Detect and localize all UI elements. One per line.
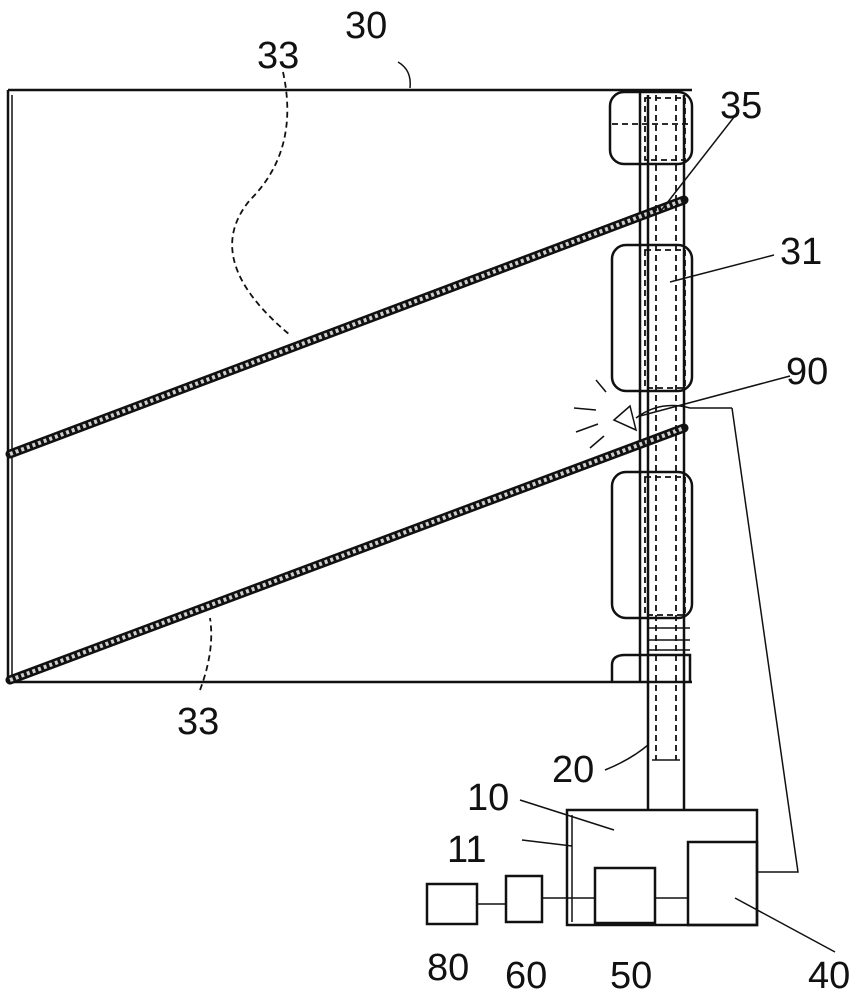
label-20: 20 [552,749,594,791]
roller-lower [612,472,692,618]
label-30: 30 [345,5,387,47]
label-31: 31 [780,231,822,273]
label-50: 50 [610,955,652,997]
control-box [567,810,757,925]
label-40: 40 [808,955,850,997]
rack-frame [8,90,692,682]
upper-shelf-pipe [10,200,684,454]
label-80: 80 [427,947,469,989]
label-35: 35 [720,85,762,127]
box-80 [427,884,477,924]
label-11: 11 [447,829,486,871]
roller-top [610,92,692,164]
box-60 [506,876,542,922]
lower-shelf-pipe [10,428,684,680]
sensor-wire [732,408,798,872]
leader-lines [200,62,835,952]
label-33-bottom: 33 [177,701,219,743]
roller-middle [612,245,692,391]
label-60: 60 [505,955,547,997]
label-90: 90 [786,351,828,393]
label-33-top: 33 [257,35,299,77]
label-10: 10 [467,777,509,819]
roller-bottom [612,628,690,682]
